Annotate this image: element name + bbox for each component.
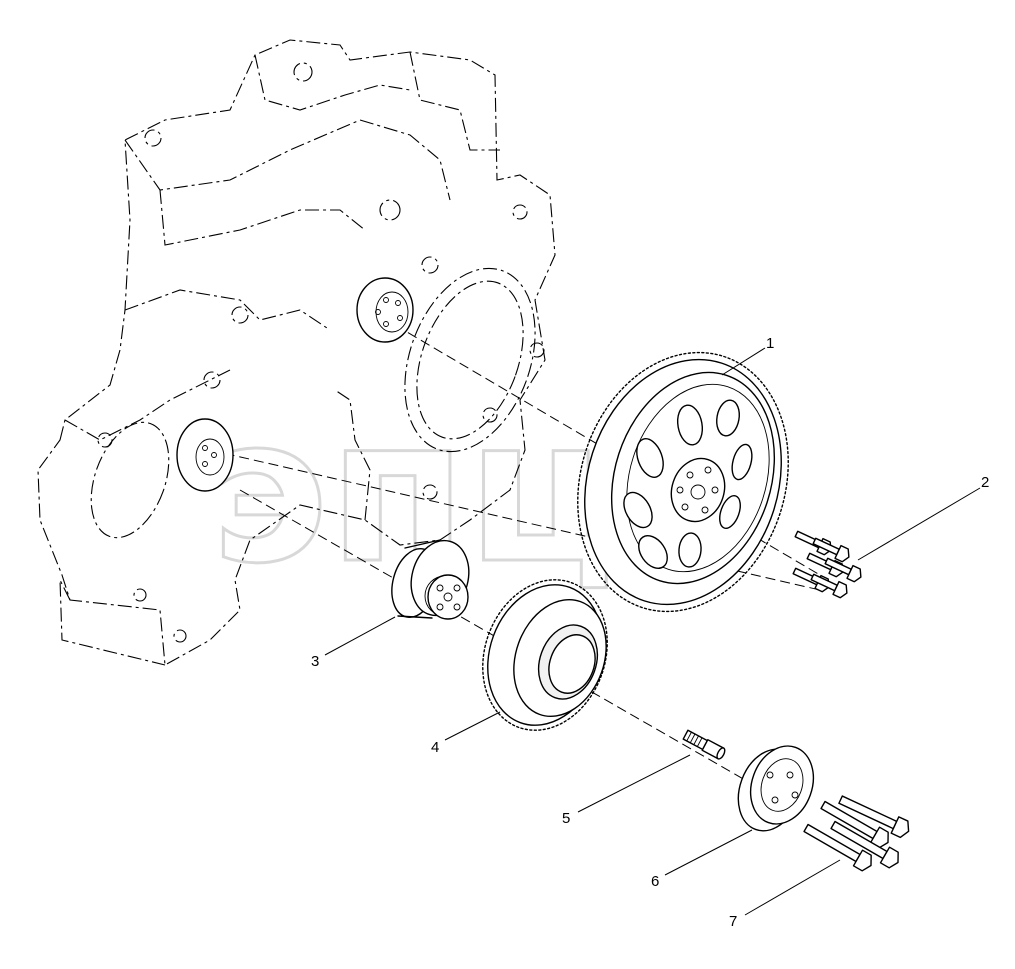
part-3-hub <box>391 539 470 620</box>
leader-lines <box>324 347 981 916</box>
callout-1: 1 <box>766 335 774 352</box>
part-2-bolt-set <box>792 530 862 599</box>
callout-7: 7 <box>729 913 737 930</box>
part-1-large-gear <box>577 351 789 613</box>
callouts: 1 2 3 4 5 6 7 <box>311 335 989 930</box>
left-hub <box>176 418 234 492</box>
idler-hub <box>356 277 414 343</box>
part-7-bolts <box>803 795 910 872</box>
callout-6: 6 <box>651 873 659 890</box>
housing-bolt-holes <box>97 62 545 643</box>
callout-3: 3 <box>311 653 319 670</box>
timing-housing <box>37 39 556 666</box>
part-6-washer <box>737 745 815 832</box>
callout-5: 5 <box>562 810 570 827</box>
part-4-idler-gear <box>482 579 608 731</box>
callout-4: 4 <box>431 739 439 756</box>
part-5-stud <box>682 729 726 760</box>
callout-2: 2 <box>981 474 989 491</box>
